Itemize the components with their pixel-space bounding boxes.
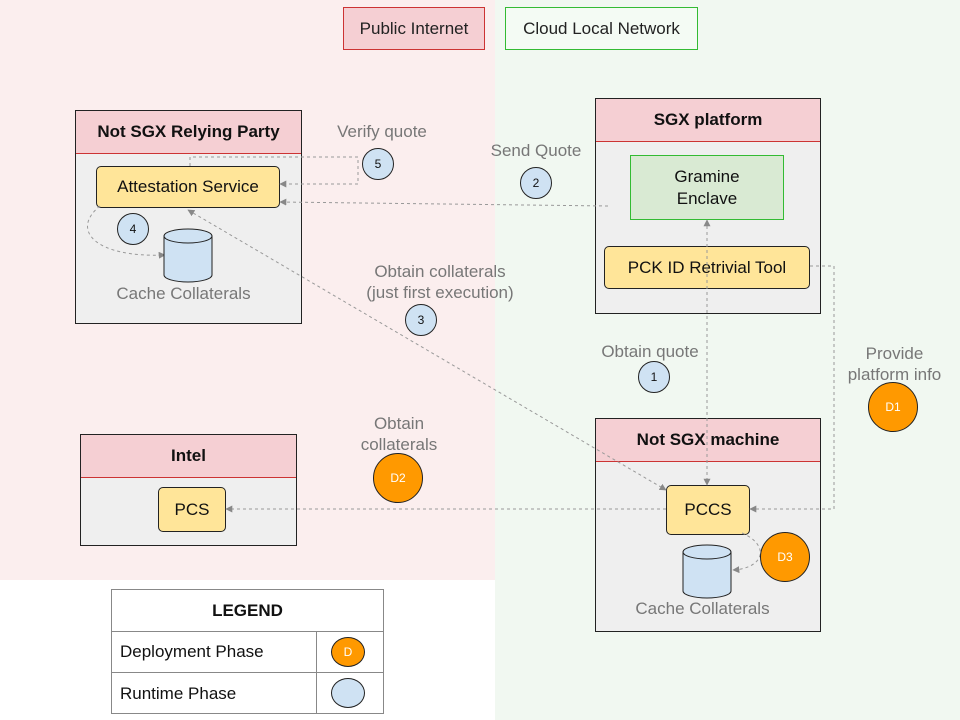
deploy-badge-d2: D2 xyxy=(373,453,423,503)
obtain-collaterals-line2: collaterals xyxy=(360,435,438,454)
legend: LEGEND Deployment Phase D Runtime Phase xyxy=(111,589,384,714)
send-quote-connector xyxy=(279,198,609,207)
gramine-enclave-line2: Enclave xyxy=(676,188,738,208)
relying-cache-label: Cache Collaterals xyxy=(116,284,251,303)
deploy-badge-d3: D3 xyxy=(760,532,810,582)
obtain-quote-label: Obtain quote xyxy=(601,342,699,361)
obtain-collaterals-line1: Obtain xyxy=(373,414,425,433)
public-internet-label: Public Internet xyxy=(343,7,485,50)
platform-info-connector xyxy=(749,265,835,513)
obtain-collaterals-connector xyxy=(187,209,667,491)
legend-deployment-marker: D xyxy=(331,637,365,667)
legend-deployment-label: Deployment Phase xyxy=(120,642,264,661)
step-badge-5: 5 xyxy=(362,148,394,180)
attestation-service[interactable]: Attestation Service xyxy=(96,166,280,208)
pccs-cache-loop xyxy=(732,532,761,574)
step-badge-4: 4 xyxy=(117,213,149,245)
relying-cache-loop xyxy=(87,205,166,259)
provide-platform-info-line1: Provide xyxy=(865,344,924,363)
obtain-collaterals-first-line2: (just first execution) xyxy=(366,283,514,302)
verify-quote-label: Verify quote xyxy=(337,122,427,141)
legend-row-runtime: Runtime Phase xyxy=(112,672,383,714)
obtain-collaterals-label: Obtain collaterals xyxy=(341,413,457,455)
cloud-local-network-label: Cloud Local Network xyxy=(505,7,698,50)
provide-platform-info-line2: platform info xyxy=(847,365,942,384)
obtain-collaterals-first-label: Obtain collaterals (just first execution… xyxy=(335,261,545,303)
pccs-cache-label: Cache Collaterals xyxy=(635,599,770,618)
pccs-cache-cylinder xyxy=(682,544,732,599)
legend-runtime-label: Runtime Phase xyxy=(120,683,237,703)
verify-quote-connector xyxy=(189,156,359,188)
step-badge-3: 3 xyxy=(405,304,437,336)
send-quote-label: Send Quote xyxy=(490,141,582,160)
gramine-enclave[interactable]: Gramine Enclave xyxy=(630,155,784,220)
pcs-component[interactable]: PCS xyxy=(158,487,226,532)
sgx-platform-title: SGX platform xyxy=(596,99,820,142)
obtain-collaterals-first-line1: Obtain collaterals xyxy=(374,262,506,281)
step-badge-1: 1 xyxy=(638,361,670,393)
relying-party-title: Not SGX Relying Party xyxy=(76,111,301,154)
legend-row-deployment: Deployment Phase D xyxy=(112,631,383,672)
legend-runtime-marker xyxy=(331,678,365,708)
legend-title: LEGEND xyxy=(212,600,283,620)
gramine-enclave-line1: Gramine xyxy=(674,166,740,186)
step-badge-2: 2 xyxy=(520,167,552,199)
provide-platform-info-label: Provide platform info xyxy=(832,343,957,385)
relying-cache-cylinder xyxy=(163,228,213,283)
deploy-badge-d1: D1 xyxy=(868,382,918,432)
